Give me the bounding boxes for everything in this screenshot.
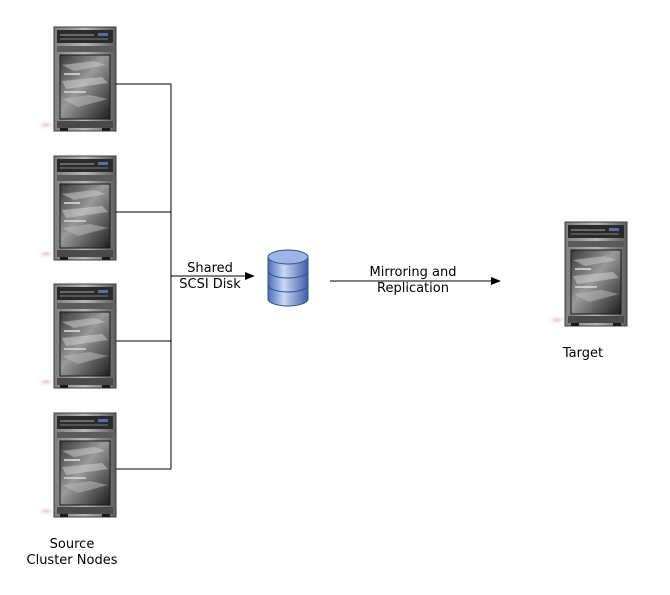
source-label-line-2: Cluster Nodes bbox=[26, 553, 118, 568]
shared-label-line-2: SCSI Disk bbox=[179, 277, 241, 292]
source-node-4-server-icon bbox=[35, 412, 117, 518]
shared-label-line-1: Shared bbox=[187, 261, 233, 276]
shared-disk-database-cylinder-icon bbox=[267, 249, 309, 307]
mirror-label-line-2: Replication bbox=[377, 281, 449, 296]
mirroring-replication-label: Mirroring and Replication bbox=[348, 265, 478, 297]
target-label: Target bbox=[562, 346, 604, 361]
target-node-server-icon bbox=[546, 221, 628, 327]
source-cluster-nodes-label: Source Cluster Nodes bbox=[13, 537, 131, 569]
source-label-line-1: Source bbox=[49, 537, 95, 552]
source-node-2-server-icon bbox=[35, 155, 117, 261]
mirror-label-line-1: Mirroring and bbox=[369, 265, 457, 280]
source-node-3-server-icon bbox=[35, 283, 117, 389]
shared-scsi-disk-label: Shared SCSI Disk bbox=[160, 261, 260, 293]
source-node-1-server-icon bbox=[35, 26, 117, 132]
